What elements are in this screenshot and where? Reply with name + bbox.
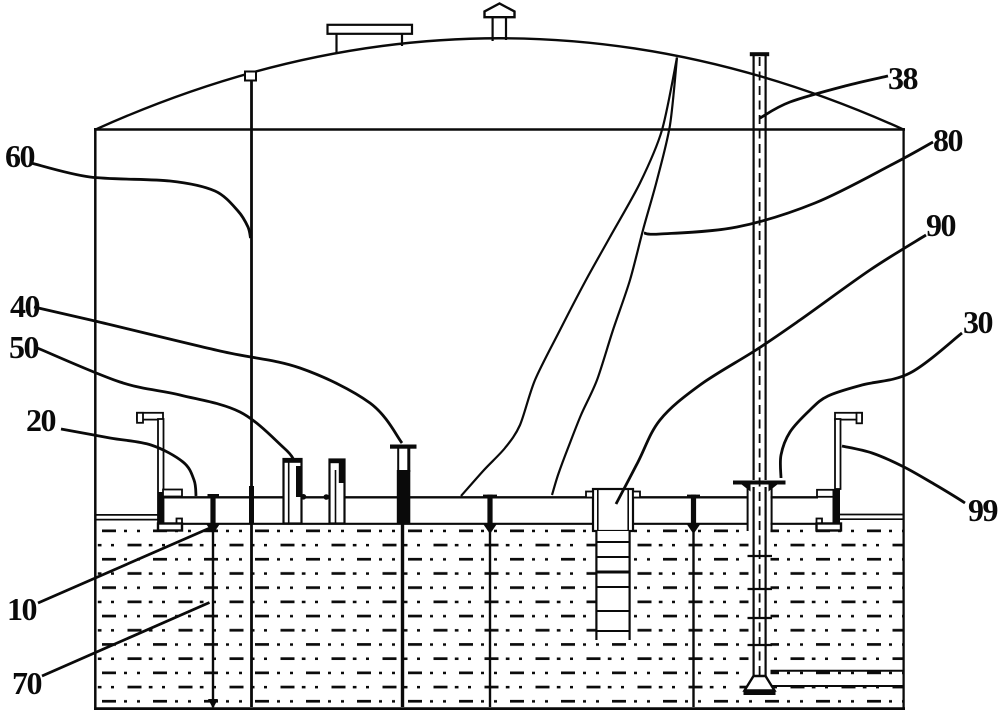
svg-text:70: 70 <box>12 665 42 701</box>
svg-text:50: 50 <box>9 329 39 365</box>
svg-text:38: 38 <box>888 60 918 96</box>
svg-text:80: 80 <box>933 122 963 158</box>
svg-text:30: 30 <box>963 304 993 340</box>
svg-text:10: 10 <box>7 591 37 627</box>
svg-text:20: 20 <box>26 402 56 438</box>
svg-text:90: 90 <box>926 207 956 243</box>
svg-text:99: 99 <box>968 492 998 528</box>
svg-text:60: 60 <box>5 138 35 174</box>
svg-text:40: 40 <box>10 288 40 324</box>
